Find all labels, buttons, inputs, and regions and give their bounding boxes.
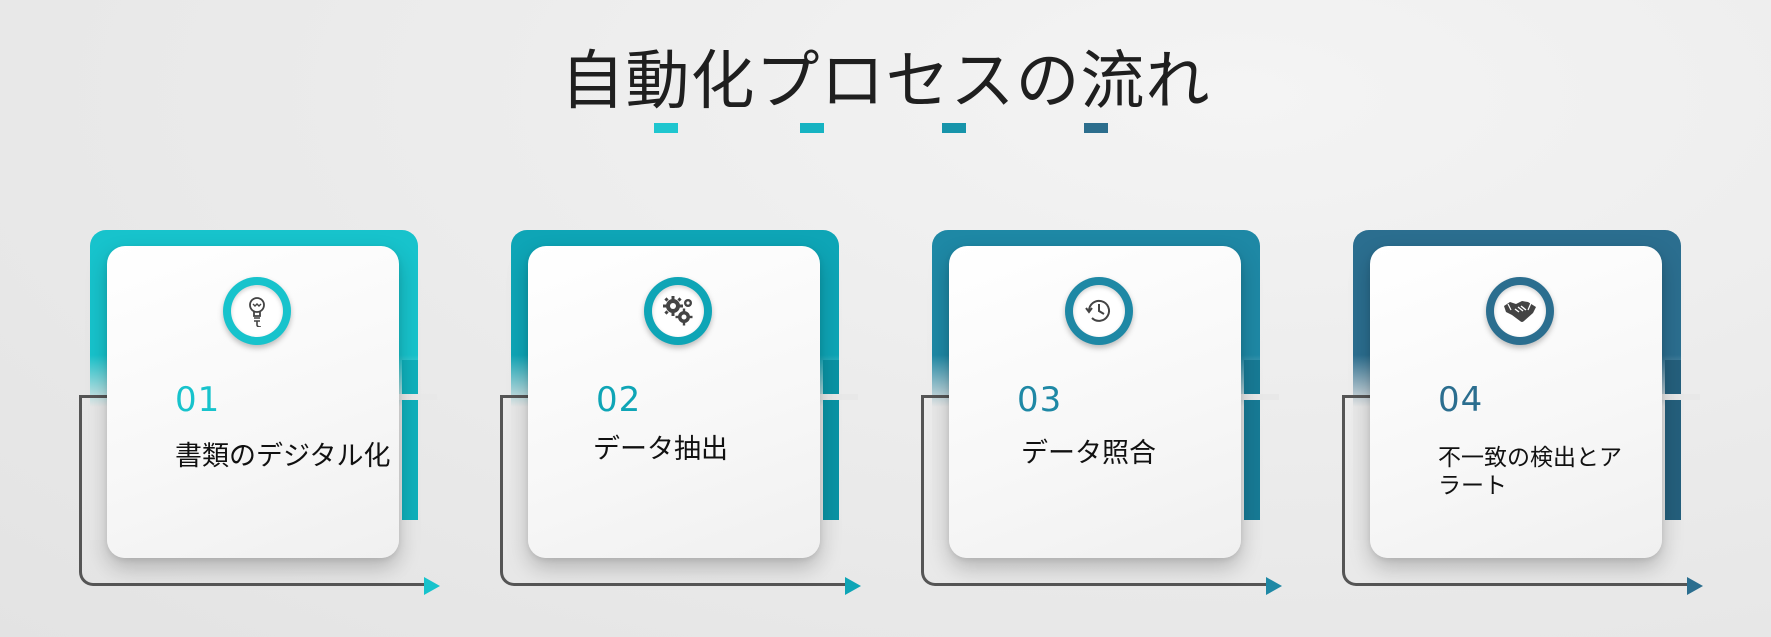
- gears-icon: [663, 296, 693, 326]
- process-step-4: 04 不一致の検出とアラート: [1342, 0, 1722, 637]
- arrow-right-icon: [424, 577, 440, 595]
- arrow-right-icon: [845, 577, 861, 595]
- lightbulb-icon: [249, 297, 265, 327]
- process-step-1: 01 書類のデジタル化: [79, 0, 459, 637]
- step-icon-badge: [1486, 277, 1554, 345]
- step-icon-badge: [223, 277, 291, 345]
- page-title: 自動化プロセスの流れ: [560, 45, 1211, 119]
- process-step-2: 02 データ抽出: [500, 0, 880, 637]
- title-dash-2: [800, 123, 824, 133]
- step-number: 01: [175, 380, 221, 420]
- clock-history-icon: [1085, 299, 1110, 322]
- step-icon-badge: [1065, 277, 1133, 345]
- step-label: 不一致の検出とアラート: [1438, 445, 1622, 499]
- step-label: データ抽出: [593, 434, 728, 465]
- step-icon-badge: [644, 277, 712, 345]
- arrow-right-icon: [1687, 577, 1703, 595]
- process-step-3: 03 データ照合: [921, 0, 1301, 637]
- step-label: データ照合: [1021, 438, 1156, 469]
- step-label: 書類のデジタル化: [175, 441, 391, 472]
- step-number: 04: [1438, 380, 1484, 420]
- title-dash-3: [942, 123, 966, 133]
- handshake-icon: [1504, 301, 1536, 322]
- step-number: 02: [596, 380, 642, 420]
- step-number: 03: [1017, 380, 1063, 420]
- arrow-right-icon: [1266, 577, 1282, 595]
- title-dash-1: [654, 123, 678, 133]
- title-dash-4: [1084, 123, 1108, 133]
